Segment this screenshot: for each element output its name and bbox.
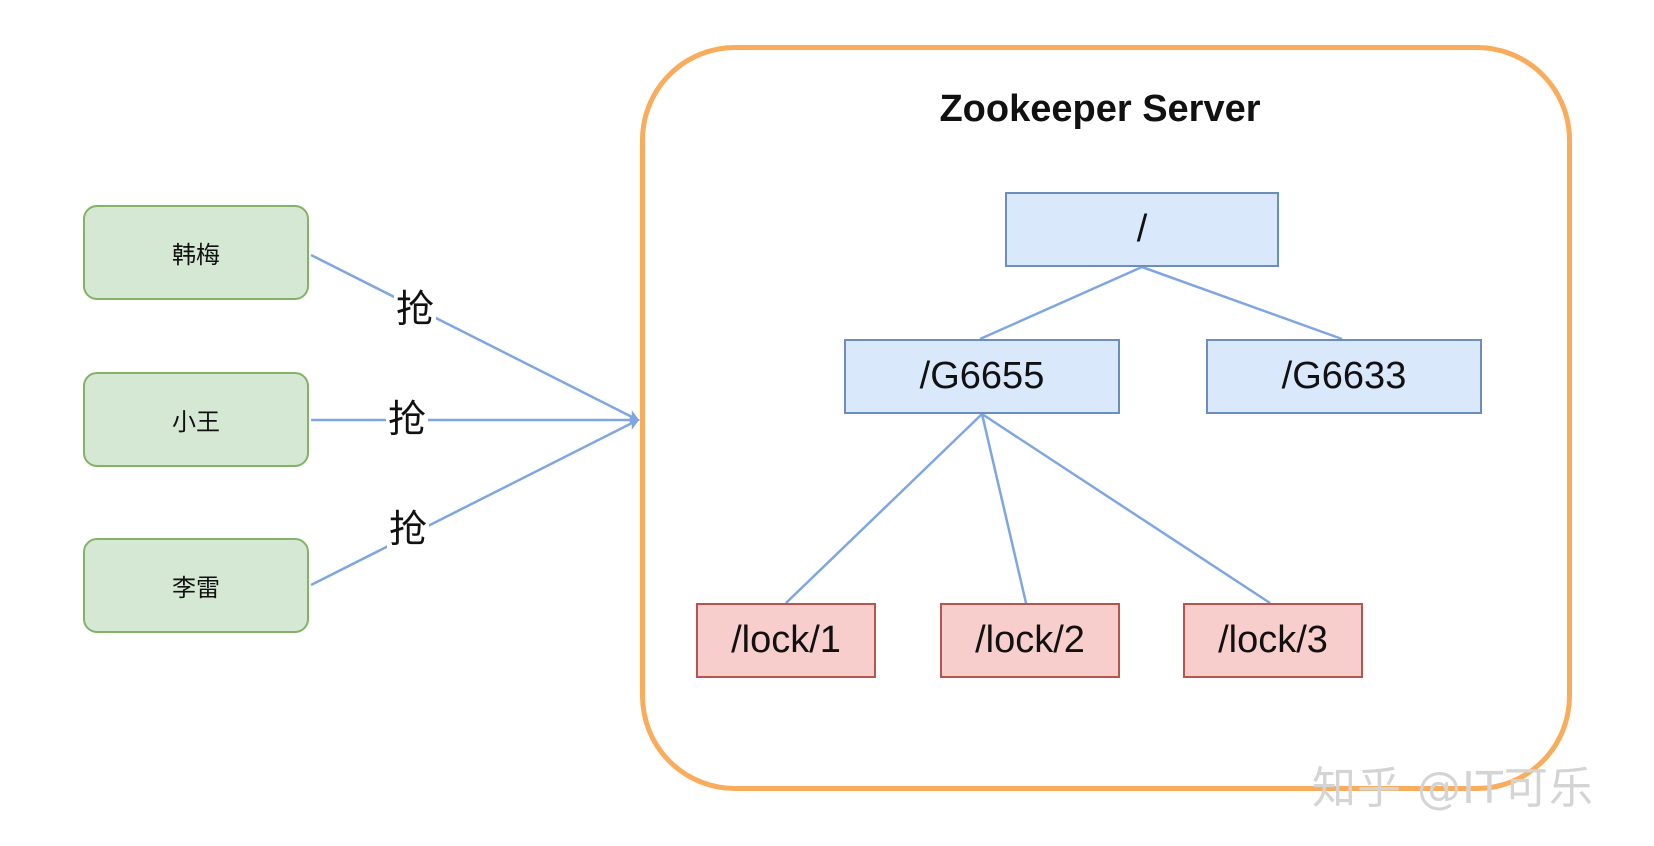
zookeeper-server-container [640, 45, 1572, 791]
edge-label-lilei: 抢 [387, 507, 430, 551]
lock-node-2: /lock/2 [940, 603, 1120, 678]
client-xiaowang-label: 小王 [172, 408, 220, 436]
znode-g6655-label: /G6655 [919, 355, 1045, 397]
client-lilei: 李雷 [83, 538, 309, 633]
znode-g6655: /G6655 [844, 339, 1120, 414]
server-title: Zookeeper Server [939, 88, 1261, 130]
znode-g6633-label: /G6633 [1281, 355, 1407, 397]
edge-root-to-g6655 [979, 265, 1143, 341]
lock-node-2-label: /lock/2 [975, 619, 1085, 661]
edge-lilei-to-server [310, 418, 640, 587]
watermark: 知乎 @IT可乐 [1312, 763, 1594, 814]
edge-g6655-to-lock2 [980, 413, 1028, 604]
edge-g6655-to-lock1 [785, 413, 983, 604]
edge-label-xiaowang: 抢 [386, 397, 429, 441]
znode-root-label: / [1136, 208, 1148, 250]
edge-label-hanmei: 抢 [394, 287, 437, 331]
client-lilei-label: 李雷 [172, 574, 220, 602]
znode-root: / [1005, 192, 1279, 267]
edge-g6655-to-lock3 [981, 412, 1271, 605]
client-hanmei: 韩梅 [83, 205, 309, 300]
client-hanmei-label: 韩梅 [172, 241, 220, 269]
client-xiaowang: 小王 [83, 372, 309, 467]
lock-node-1: /lock/1 [696, 603, 876, 678]
lock-node-3-label: /lock/3 [1218, 619, 1328, 661]
edge-root-to-g6633 [1141, 265, 1343, 341]
edge-hanmei-to-server [310, 253, 640, 422]
lock-node-1-label: /lock/1 [731, 619, 841, 661]
znode-g6633: /G6633 [1206, 339, 1482, 414]
lock-node-3: /lock/3 [1183, 603, 1363, 678]
